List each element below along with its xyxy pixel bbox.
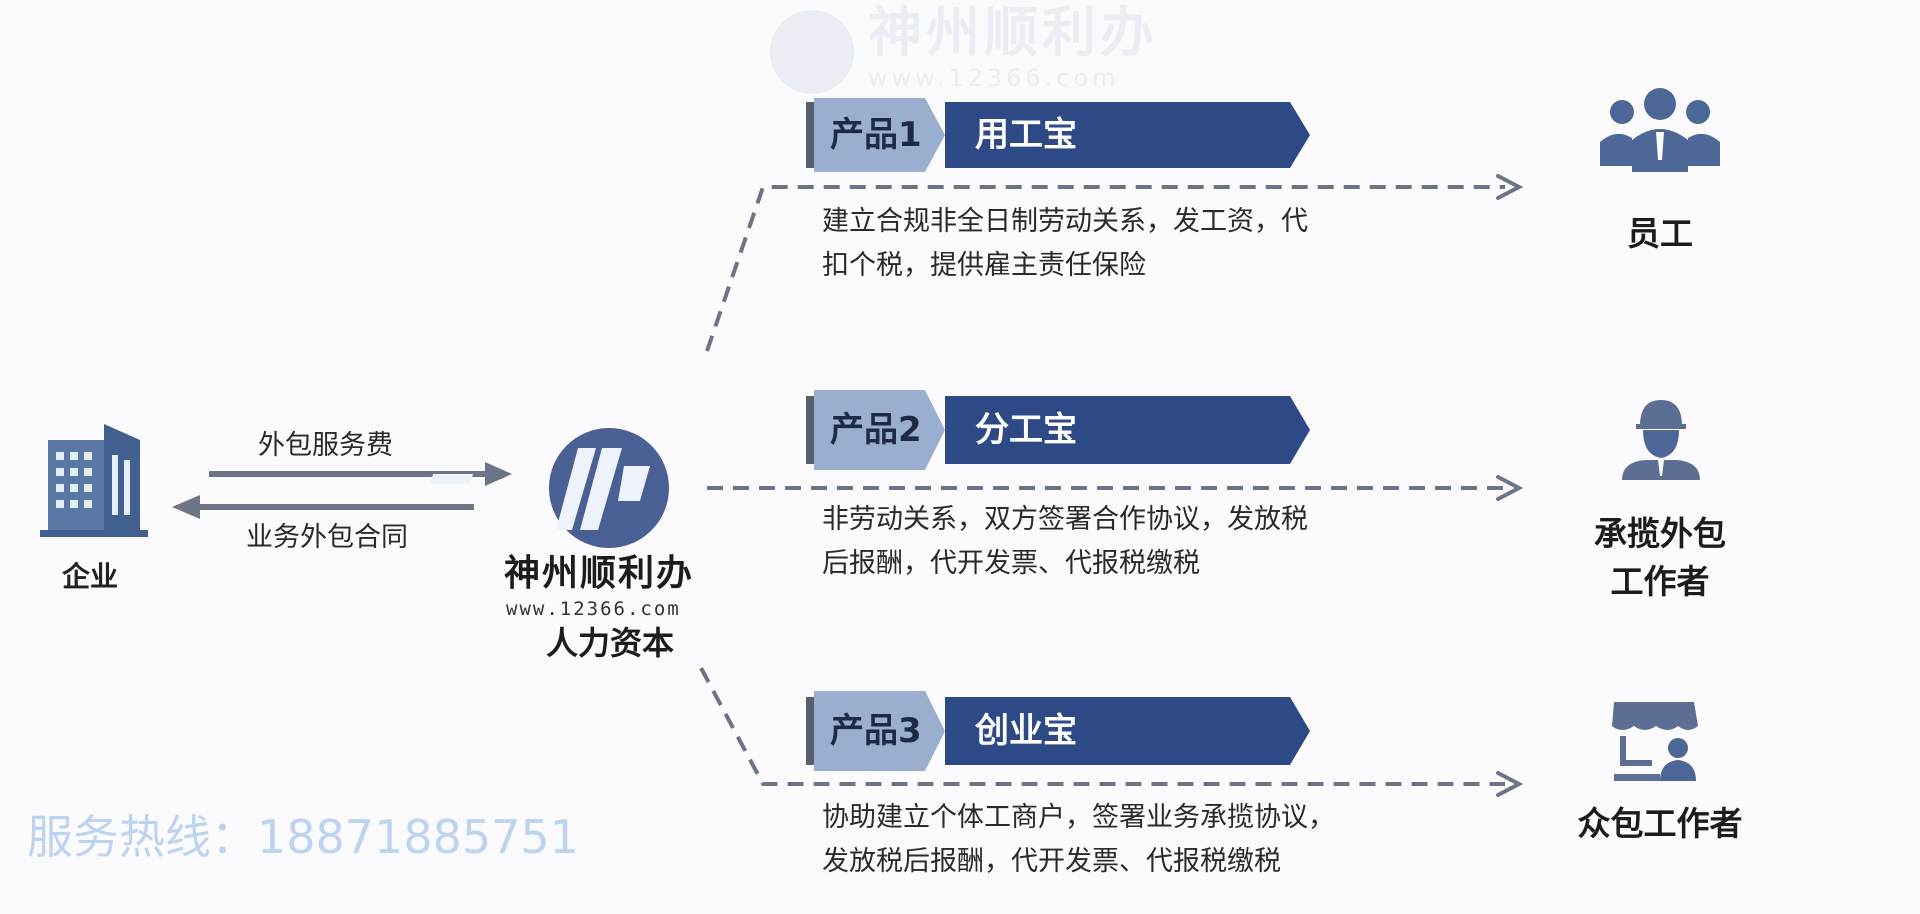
flow-label-service-fee: 外包服务费 — [258, 430, 393, 461]
product-1-name: 用工宝 — [975, 115, 1077, 155]
connector-product-3 — [699, 667, 1505, 786]
desc-line: 发放税后报酬，代开发票、代报税缴税 — [822, 846, 1281, 877]
product-2-name: 分工宝 — [975, 410, 1077, 450]
worker-helmet-icon — [1622, 400, 1700, 480]
center-logo — [430, 428, 669, 548]
arrowhead-3 — [1496, 771, 1524, 797]
product-2-desc: 非劳动关系，双方签署合作协议，发放税 后报酬，代开发票、代报税缴税 — [822, 498, 1308, 586]
desc-line: 协助建立个体工商户，签署业务承揽协议， — [822, 802, 1335, 833]
arrowhead-2 — [1496, 475, 1524, 501]
target-contractor: 承揽外包 工作者 — [1540, 510, 1780, 606]
arrow-to-center — [209, 462, 512, 486]
desc-line: 后报酬，代开发票、代报税缴税 — [822, 548, 1200, 579]
flow-label-contract: 业务外包合同 — [246, 522, 408, 553]
desc-line: 扣个税，提供雇主责任保险 — [822, 250, 1146, 281]
watermark-logo — [770, 10, 854, 94]
enterprise-label: 企业 — [62, 560, 119, 593]
building-icon — [40, 424, 148, 537]
banner-product-2 — [806, 390, 1310, 470]
target-label: 员工 — [1627, 214, 1693, 253]
product-3-tag: 产品3 — [830, 711, 922, 751]
target-employee: 员工 — [1540, 210, 1780, 258]
desc-line: 建立合规非全日制劳动关系，发工资，代 — [822, 206, 1308, 237]
employees-icon — [1600, 88, 1720, 172]
center-label: 人力资本 — [546, 624, 675, 662]
center-url: www.12366.com — [506, 598, 681, 620]
product-1-desc: 建立合规非全日制劳动关系，发工资，代 扣个税，提供雇主责任保险 — [822, 200, 1308, 288]
connector-product-1 — [705, 185, 1505, 352]
banner-product-3 — [806, 691, 1310, 771]
hotline: 服务热线：18871885751 — [27, 810, 579, 864]
shop-icon — [1612, 702, 1698, 781]
desc-line: 非劳动关系，双方签署合作协议，发放税 — [822, 504, 1308, 535]
product-2-tag: 产品2 — [830, 410, 922, 450]
target-label: 承揽外包 — [1594, 514, 1726, 553]
watermark-text: 神州顺利办 — [868, 1, 1158, 64]
product-3-desc: 协助建立个体工商户，签署业务承揽协议， 发放税后报酬，代开发票、代报税缴税 — [822, 796, 1335, 884]
target-crowd-worker: 众包工作者 — [1540, 800, 1780, 848]
banner-product-1 — [806, 98, 1310, 172]
target-label: 工作者 — [1610, 562, 1710, 601]
watermark-url: www.12366.com — [868, 64, 1120, 92]
center-brand: 神州顺利办 — [504, 553, 695, 594]
arrow-to-enterprise — [172, 495, 474, 519]
target-label: 众包工作者 — [1577, 804, 1743, 843]
arrowhead-1 — [1496, 174, 1524, 200]
product-1-tag: 产品1 — [830, 115, 922, 155]
product-3-name: 创业宝 — [975, 711, 1077, 751]
